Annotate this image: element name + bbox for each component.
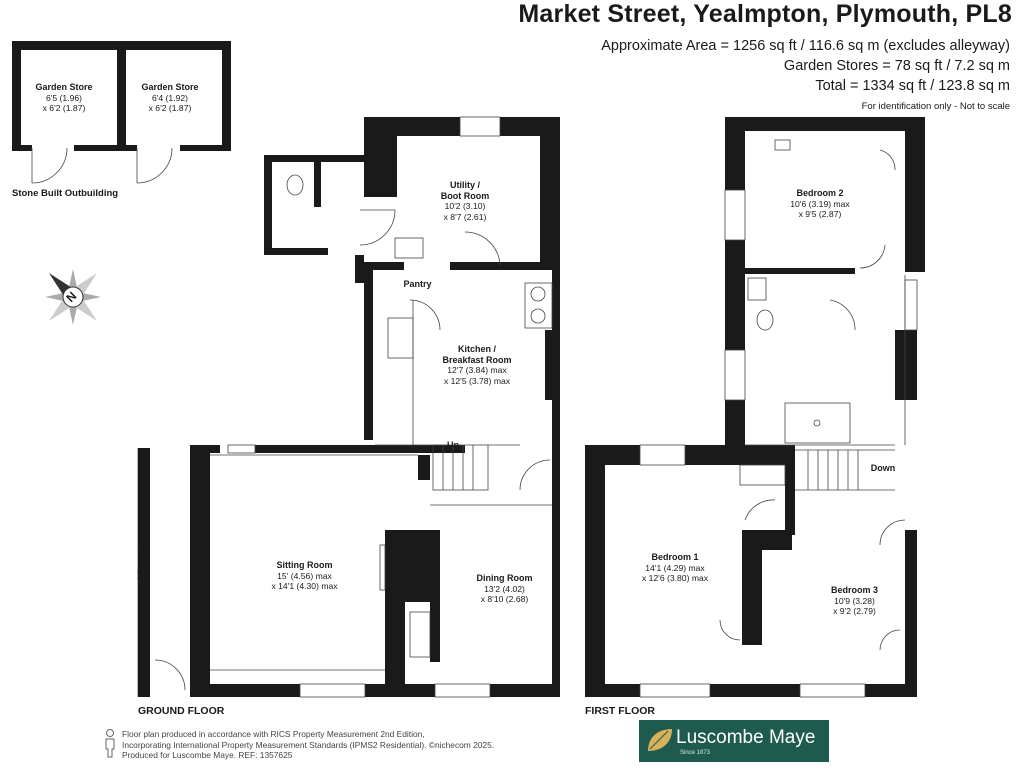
footer-line-2: Incorporating International Property Mea… <box>122 739 495 750</box>
room-bedroom1: Bedroom 1 14'1 (4.29) max x 12'6 (3.80) … <box>630 552 720 584</box>
room-bedroom3-name: Bedroom 3 <box>830 585 878 595</box>
garden-store-1-name: Garden Store <box>35 82 93 92</box>
room-bedroom2-dim1: 10'6 (3.19) max <box>790 198 850 209</box>
first-floor-label: FIRST FLOOR <box>585 705 655 717</box>
garden-store-2-name: Garden Store <box>141 82 199 92</box>
first-floor-lines <box>639 139 918 698</box>
room-bedroom3-dim1: 10'9 (3.28) <box>834 595 875 606</box>
room-kitchen-dim1: 12'7 (3.84) max <box>447 365 507 375</box>
room-kitchen-name1: Kitchen / <box>457 344 496 354</box>
room-bedroom2-dim2: x 9'5 (2.87) <box>798 209 842 219</box>
stairs-down-text: Down <box>870 463 896 473</box>
logo-leaf-icon <box>648 729 672 751</box>
garden-store-2-dim1: 6'4 (1.92) <box>151 92 189 103</box>
room-pantry: Pantry <box>395 279 440 290</box>
room-sitting-dim1: 15' (4.56) max <box>277 570 332 581</box>
garden-store-2-dim2: x 6'2 (1.87) <box>148 103 192 113</box>
room-dining-dim2: x 8'10 (2.68) <box>480 594 529 604</box>
alleyway-wall <box>138 448 150 697</box>
logo-name: Luscombe Maye <box>676 727 816 748</box>
room-bedroom1-dim2: x 12'6 (3.80) max <box>641 573 709 583</box>
compass-icon <box>45 269 101 325</box>
footer-text: Floor plan produced in accordance with R… <box>122 729 494 761</box>
stairs-down-label: Down <box>868 463 898 474</box>
scale-note: For identification only - Not to scale <box>861 101 1010 112</box>
room-utility: Utility / Boot Room 10'2 (3.10) x 8'7 (2… <box>430 180 500 222</box>
room-bedroom1-name: Bedroom 1 <box>651 552 699 562</box>
logo-since: Since 1873 <box>680 750 711 756</box>
area-approximate: Approximate Area = 1256 sq ft / 116.6 sq… <box>601 38 1010 54</box>
room-bedroom3: Bedroom 3 10'9 (3.28) x 9'2 (2.79) <box>822 585 887 617</box>
room-dining-name: Dining Room <box>476 573 533 583</box>
footer-line-3: Produced for Luscombe Maye. REF: 1357625 <box>122 750 293 760</box>
outbuilding-walls <box>12 41 231 151</box>
room-bedroom3-dim2: x 9'2 (2.79) <box>833 606 876 616</box>
stairs-up-text: Up <box>447 440 459 450</box>
room-kitchen-name2: Breakfast Room <box>442 354 512 365</box>
room-bedroom2-name: Bedroom 2 <box>796 188 844 198</box>
footer-line-1: Floor plan produced in accordance with R… <box>122 729 425 739</box>
garden-store-1-dim1: 6'5 (1.96) <box>45 92 83 103</box>
ground-floor-label: GROUND FLOOR <box>138 705 225 717</box>
person-icon <box>103 728 117 758</box>
room-bedroom1-dim1: 14'1 (4.29) max <box>645 562 705 573</box>
garden-store-1-dim2: x 6'2 (1.87) <box>42 103 86 113</box>
outbuilding-doors <box>31 147 173 184</box>
room-bedroom2: Bedroom 2 10'6 (3.19) max x 9'5 (2.87) <box>780 188 860 220</box>
garden-store-2-label: Garden Store 6'4 (1.92) x 6'2 (1.87) <box>140 82 200 114</box>
ground-floor-walls <box>190 117 560 697</box>
logo-background <box>639 720 829 762</box>
room-utility-name2: Boot Room <box>440 190 490 201</box>
area-total: Total = 1334 sq ft / 123.8 sq m <box>815 78 1010 94</box>
room-pantry-name: Pantry <box>403 279 432 289</box>
area-garden-stores: Garden Stores = 78 sq ft / 7.2 sq m <box>783 58 1010 74</box>
room-kitchen: Kitchen / Breakfast Room 12'7 (3.84) max… <box>432 344 522 386</box>
room-utility-dim2: x 8'7 (2.61) <box>443 211 487 222</box>
room-sitting: Sitting Room 15' (4.56) max x 14'1 (4.30… <box>262 560 347 592</box>
room-dining-dim1: 13'2 (4.02) <box>484 583 525 594</box>
page-title: Market Street, Yealmpton, Plymouth, PL8 <box>518 0 1012 28</box>
room-dining: Dining Room 13'2 (4.02) x 8'10 (2.68) <box>467 573 542 605</box>
outbuilding-label: Stone Built Outbuilding <box>12 188 119 199</box>
stairs-up-label: Up <box>446 440 460 451</box>
garden-store-1-label: Garden Store 6'5 (1.96) x 6'2 (1.87) <box>34 82 94 114</box>
room-kitchen-dim2: x 12'5 (3.78) max <box>443 375 511 386</box>
room-sitting-dim2: x 14'1 (4.30) max <box>271 581 338 591</box>
room-utility-dim1: 10'2 (3.10) <box>444 201 486 211</box>
alleyway-label: Alleyway <box>136 541 147 582</box>
room-sitting-name: Sitting Room <box>276 560 333 570</box>
room-utility-name1: Utility / <box>449 180 480 190</box>
